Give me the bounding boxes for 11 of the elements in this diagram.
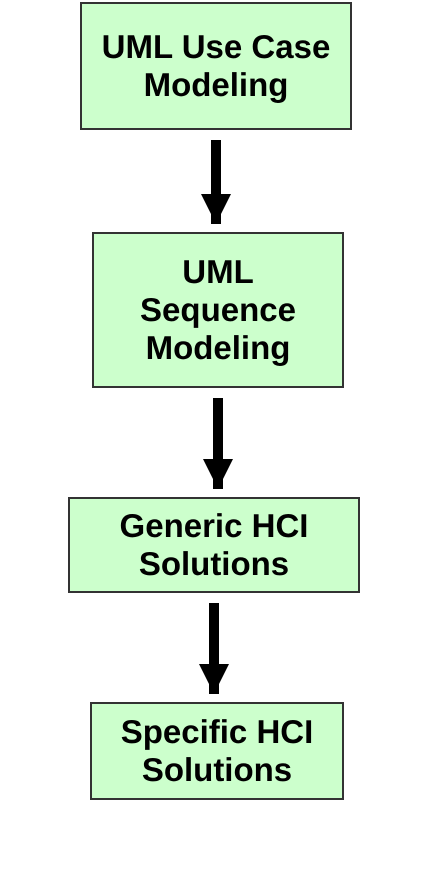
box-label: Generic HCI Solutions [118, 507, 310, 583]
box-label: UML Use Case Modeling [100, 28, 332, 104]
process-box [92, 232, 344, 388]
box-label: Specific HCI Solutions [120, 713, 314, 789]
box-label: UML Sequence Modeling [139, 253, 297, 367]
process-box [80, 2, 352, 130]
process-box [68, 497, 360, 593]
process-box [90, 702, 344, 800]
arrow [201, 140, 231, 224]
arrow [203, 398, 233, 489]
arrow [199, 603, 229, 694]
